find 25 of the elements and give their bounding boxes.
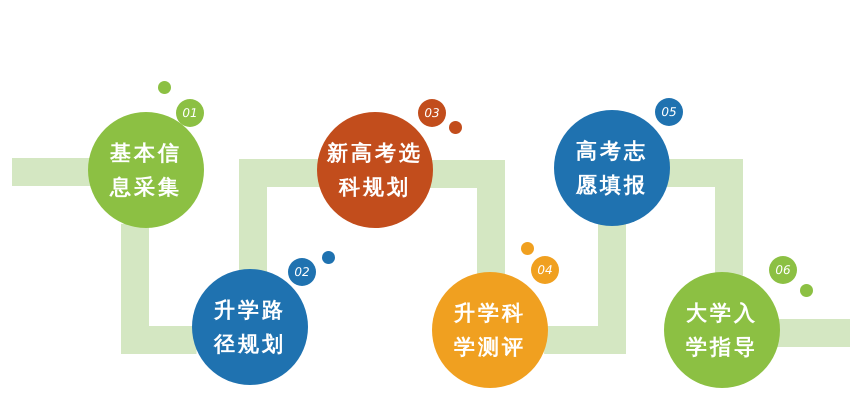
step-number-circle <box>176 99 204 127</box>
connector-band <box>12 158 92 186</box>
step-number-circle <box>655 98 683 126</box>
connector-band <box>776 319 850 347</box>
step-label: 升学科学测评 <box>452 300 527 361</box>
connector-band <box>666 159 743 276</box>
step-label: 高考志愿填报 <box>574 138 649 199</box>
connector-band <box>239 159 320 272</box>
connector-band <box>544 223 626 354</box>
step-number: 03 <box>424 106 440 120</box>
step-label: 升学路径规划 <box>212 297 287 358</box>
step-number: 01 <box>182 106 198 120</box>
connector-band <box>121 224 197 354</box>
step-number-circle <box>769 256 797 284</box>
step-label: 新高考选科规划 <box>326 140 424 201</box>
step-number: 05 <box>661 105 677 119</box>
step-label: 大学入学指导 <box>685 300 759 361</box>
step-number: 04 <box>537 263 553 277</box>
step-number-circle <box>288 258 316 286</box>
step-number: 02 <box>294 265 310 279</box>
step-label: 基本信息采集 <box>108 140 183 201</box>
step-number-circle <box>418 99 446 127</box>
step-number-circle <box>531 256 559 284</box>
step-number: 06 <box>775 263 791 277</box>
connector-band <box>430 160 505 275</box>
